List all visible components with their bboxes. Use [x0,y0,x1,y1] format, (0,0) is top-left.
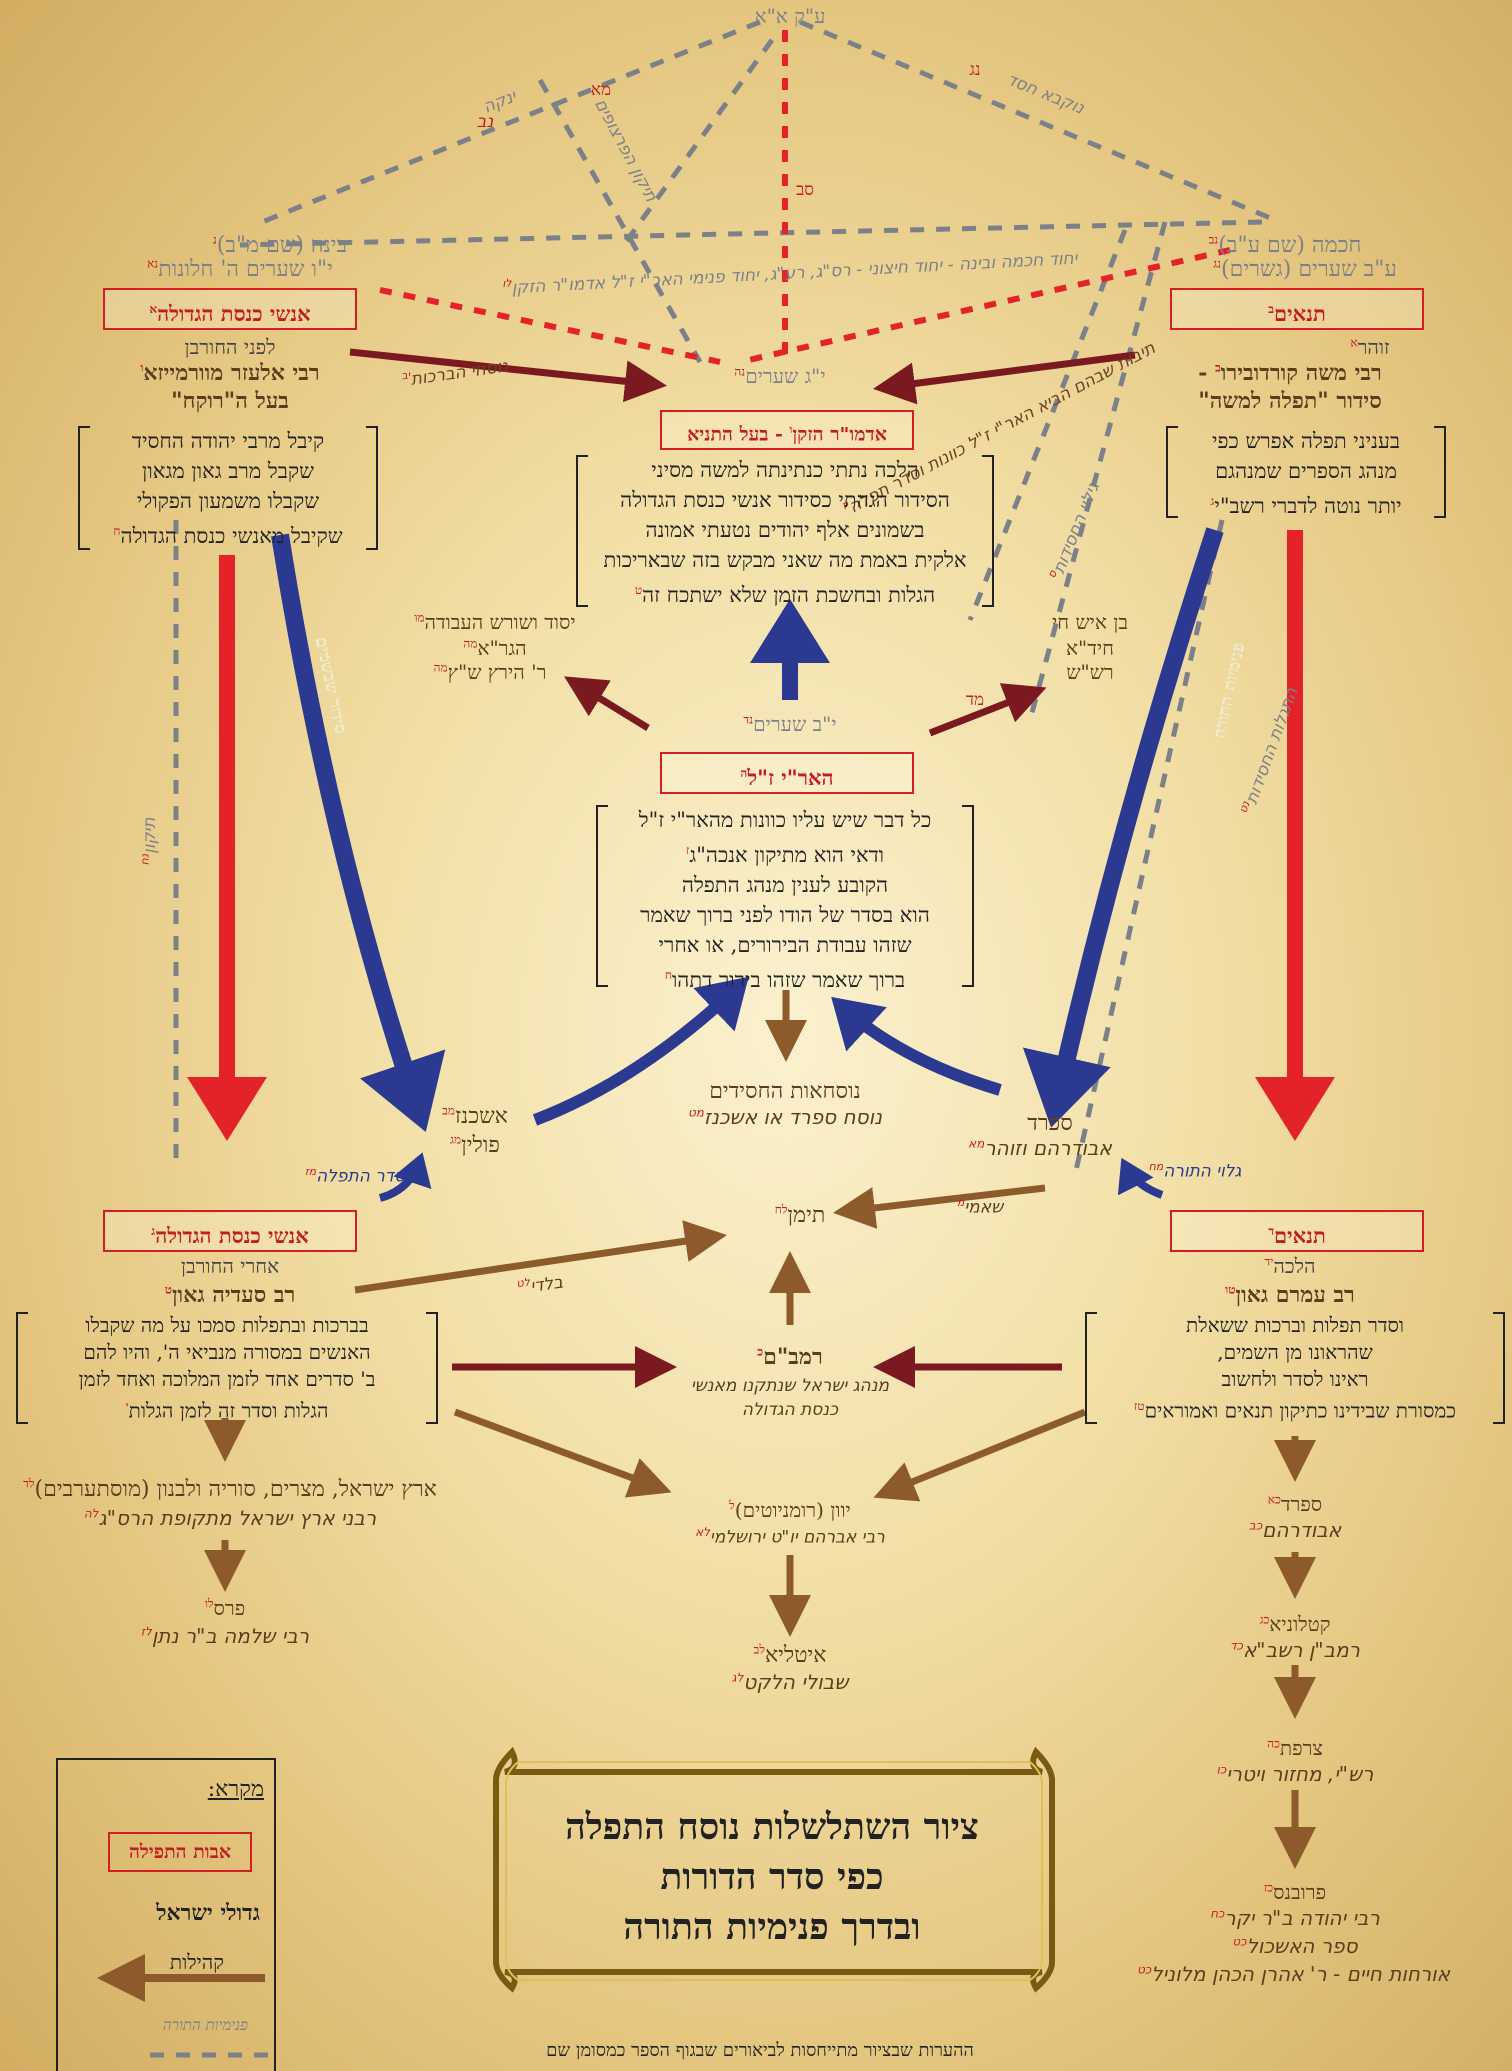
gilui-hatorah-label: גלוי התורהמח [1148,1160,1242,1182]
title-box: ציור השתלשלות נוסח התפלה כפי סדר הדורות … [472,1748,1072,1992]
tanaim-bottom-sub: הלכהיד [1264,1254,1316,1278]
ashkenaz-l1: אשכנזמב [442,1103,508,1129]
sefarad-mid-l2: אבודרהם וזוהרמא [968,1136,1112,1160]
anshei-after-box: בברכות ובתפלות סמכו על מה שקבלו האנשים ב… [16,1312,438,1424]
legend-avot: אבות התפילה [108,1832,252,1872]
provence-l2: רבי יהודה ב"ר יקרכח [1210,1906,1380,1930]
tikun-note: מא [590,80,612,100]
alter-rebbe-gates: י"ג שעריםנה [734,364,826,388]
tanaim-top-sub: זוהרא [1350,335,1390,359]
tanaim-top-person2: סידור "תפלה למשה" [1198,388,1382,414]
shami-label: שאמימ [956,1196,1004,1218]
yavan-l1: יוון (רומניוטים)ל [729,1498,851,1522]
tanaim-bottom-person: רב עמרם גאוןטו [1225,1282,1355,1308]
left-vert-label: תיקוןנח [138,817,161,866]
brown-arrows [97,990,1316,2002]
provence-l4: אורחות חיים - ר' אהרן הכהן מלונילכט [1137,1962,1450,1986]
chochma-title: חכמה (שם ע"ב)נב [1208,232,1362,258]
red-dashed-connectors [379,30,1231,365]
eretz-l1: ארץ ישראל, מצרים, סוריה ולבנון (מוסתערבי… [23,1476,437,1502]
italia-l1: איטליאלב [753,1642,827,1668]
chasidim-l2: נוסח ספרד או אשכנזמט [687,1105,883,1129]
alter-rebbe-box: הלכה נתתי כנתינתה למשה מסיני הסידור הגהת… [576,455,994,607]
chasidim-l1: נוסחאות החסידים [709,1079,861,1104]
arizal-gates: י"ב שעריםנד [743,712,837,736]
sefarad-r-l1: ספרדכא [1267,1492,1323,1516]
tzarfat-l2: רש"י, מחזור ויטריכו [1216,1762,1374,1786]
eretz-l2: רבני ארץ ישראל מתקופת הרס"גלה [83,1506,377,1530]
arizal-label: האר"י ז"לה [660,752,914,794]
tanaim-top-person: רבי משה קורדובירוב - [1198,360,1382,386]
tzarfat-l1: צרפתכה [1267,1736,1323,1760]
paras-l2: רבי שלמה ב"ר נתןלז [140,1624,310,1648]
alter-rebbe-label: אדמו"ר הזקןו - בעל התניא [660,410,914,450]
rambam-l2: מנהג ישראל שנתקנו מאנשי [690,1376,890,1396]
center-note: סב [796,180,814,200]
legend-pnimiut: פנימיות התורה [162,2016,248,2034]
anshei-after-person: רב סעדיה גאוןט [164,1282,296,1308]
seder-hatefila-label: סדר התפלהמז [304,1165,406,1187]
legend-gedolei: גדולי ישראל [156,1900,260,1926]
binah-sub: י"ו שערים ה' חלונותנא [147,256,333,282]
provence-l3: ספר האשכולכט [1232,1934,1358,1958]
tanaim-bottom-box: וסדר תפלות וברכות ששאלת שהראונו מן השמים… [1085,1312,1505,1424]
legend-title: מקרא: [207,1777,264,1802]
catalonia-l1: קטלוניאכג [1259,1612,1331,1636]
sefarad-mid-l1: ספרד [1027,1111,1073,1136]
tanaim-top-box: בעניני תפלה אפרש כפי מנהג הספרים שמנהגם … [1166,426,1446,518]
yenika-note: נב [476,112,494,132]
title-l3: ובדרך פנימיות התורה [623,1906,921,1948]
yavan-l2: רבי אברהם יו"ט ירושלמילא [695,1525,885,1548]
rambam-label: רמב"םכ [757,1344,823,1370]
arizal-box: כל דבר שיש עליו כוונות מהאר"י ז"ל ודאי ה… [596,805,974,992]
anshei-after-sub: אחרי החורבן [180,1254,280,1278]
title-l1: ציור השתלשלות נוסח התפלה [565,1806,979,1848]
rambam-l3: כנסת הגדולה [741,1400,839,1420]
anshei-before-person: רבי אלעזר מוורמייזאו [140,360,320,386]
nukva-note: נג [969,60,981,80]
hagra-l2: הגר"אמה [463,636,527,660]
anshei-before-label: אנשי כנסת הגדולהא [103,288,357,330]
anshei-before-person2: בעל ה"רוקח" [171,388,289,414]
anshei-before-sub: לפני החורבן [184,335,276,359]
chochma-sub: ע"ב שערים (גשרים)נג [1213,256,1397,282]
footnote: ההערות שבציור מתייחסות לביאורים שבגוף הס… [546,2040,974,2061]
anshei-after-label: אנשי כנסת הגדולהג [103,1210,357,1252]
ben-ish-note: מד [965,690,985,710]
red-solid-arrows [187,530,1335,1141]
teman-label: תימןלח [774,1202,826,1228]
ek-label: ע"ק א"א [754,4,826,28]
binah-title: בינה (שם מ"ב)נ [212,232,348,258]
ashkenaz-l2: פוליןמג [450,1132,500,1158]
hagra-l1: יסוד ושורש העבודהמו [414,610,576,634]
italia-l2: שבולי הלקטלג [731,1670,849,1694]
title-l2: כפי סדר הדורות [660,1856,884,1898]
ben-ish-l2: חיד"א [1066,636,1114,660]
legend-kehilot: קהילות [169,1950,224,1974]
anshei-before-box: קיבל מרבי יהודה החסיד שקבל מרב גאון מגאו… [78,426,378,550]
sefarad-r-l2: אבודרהםכב [1248,1518,1342,1542]
ben-ish-l1: בן איש חי [1052,610,1128,634]
tanaim-top-label: תנאיםב [1170,288,1424,330]
catalonia-l2: רמב"ן רשב"אכד [1230,1638,1360,1662]
blue-arrows [271,527,1224,1202]
tanaim-bottom-label: תנאיםד [1170,1210,1424,1252]
legend: מקרא: אבות התפילה גדולי ישראל קהילות פני… [56,1758,276,2071]
paras-l1: פרסלו [204,1596,246,1620]
hagra-l3: ר' הירץ ש"ץמה [433,660,547,684]
maroon-arrows [349,348,1136,1388]
ben-ish-l3: רש"ש [1066,660,1114,684]
provence-l1: פרובנסכז [1263,1880,1327,1904]
